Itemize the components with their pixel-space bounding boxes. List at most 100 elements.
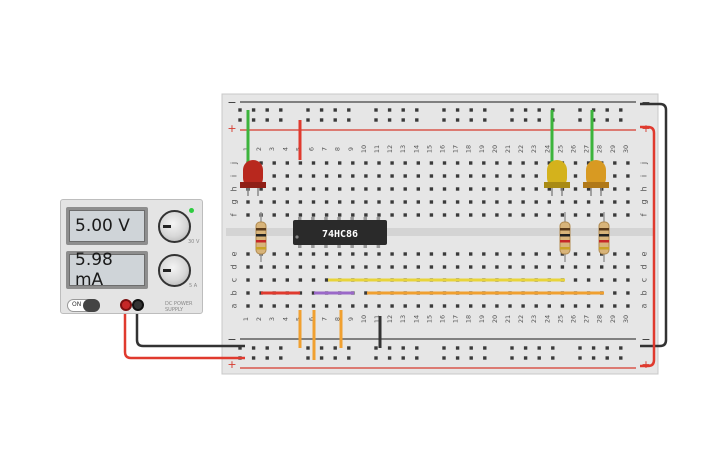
- breadboard-hole[interactable]: [390, 174, 394, 178]
- breadboard-hole[interactable]: [251, 356, 256, 360]
- breadboard-hole[interactable]: [387, 356, 392, 360]
- breadboard-hole[interactable]: [551, 356, 555, 360]
- breadboard-hole[interactable]: [272, 187, 276, 191]
- breadboard-hole[interactable]: [455, 174, 460, 178]
- breadboard-hole[interactable]: [534, 252, 538, 256]
- breadboard-hole[interactable]: [364, 213, 368, 217]
- breadboard-hole[interactable]: [285, 252, 289, 256]
- breadboard-hole[interactable]: [483, 356, 487, 360]
- breadboard-hole[interactable]: [298, 213, 303, 217]
- breadboard-hole[interactable]: [521, 161, 525, 165]
- led-orange[interactable]: [583, 160, 609, 196]
- breadboard-hole[interactable]: [586, 161, 591, 165]
- breadboard-hole[interactable]: [613, 174, 617, 178]
- breadboard-hole[interactable]: [333, 118, 337, 122]
- breadboard-hole[interactable]: [510, 118, 514, 122]
- breadboard-hole[interactable]: [591, 356, 596, 360]
- psu-negative-wire[interactable]: [135, 305, 245, 348]
- breadboard-hole[interactable]: [279, 346, 283, 350]
- breadboard-hole[interactable]: [591, 346, 596, 350]
- negative-terminal[interactable]: [132, 299, 144, 311]
- breadboard-hole[interactable]: [403, 187, 407, 191]
- breadboard-hole[interactable]: [442, 161, 447, 165]
- breadboard-hole[interactable]: [483, 108, 487, 112]
- breadboard-hole[interactable]: [416, 187, 420, 191]
- breadboard-hole[interactable]: [324, 213, 329, 217]
- breadboard-hole[interactable]: [469, 356, 473, 360]
- breadboard-hole[interactable]: [605, 346, 609, 350]
- breadboard-hole[interactable]: [364, 161, 368, 165]
- breadboard-hole[interactable]: [319, 346, 324, 350]
- breadboard-hole[interactable]: [324, 304, 329, 308]
- breadboard-hole[interactable]: [586, 252, 591, 256]
- breadboard-hole[interactable]: [377, 213, 381, 217]
- breadboard-hole[interactable]: [560, 265, 565, 269]
- breadboard-hole[interactable]: [495, 200, 499, 204]
- breadboard-hole[interactable]: [324, 200, 329, 204]
- breadboard-hole[interactable]: [613, 291, 617, 295]
- breadboard-hole[interactable]: [573, 187, 578, 191]
- breadboard-hole[interactable]: [324, 174, 329, 178]
- resistor-1[interactable]: [255, 212, 267, 262]
- breadboard-hole[interactable]: [333, 356, 337, 360]
- breadboard-hole[interactable]: [403, 213, 407, 217]
- breadboard-hole[interactable]: [547, 187, 551, 191]
- breadboard-hole[interactable]: [547, 161, 551, 165]
- breadboard-hole[interactable]: [377, 200, 381, 204]
- breadboard-hole[interactable]: [510, 346, 514, 350]
- breadboard-hole[interactable]: [351, 187, 355, 191]
- breadboard-hole[interactable]: [613, 161, 617, 165]
- breadboard-hole[interactable]: [442, 187, 447, 191]
- breadboard-hole[interactable]: [416, 304, 420, 308]
- breadboard-hole[interactable]: [272, 252, 276, 256]
- breadboard-hole[interactable]: [311, 265, 316, 269]
- breadboard-hole[interactable]: [377, 187, 381, 191]
- breadboard-hole[interactable]: [469, 187, 473, 191]
- breadboard-hole[interactable]: [401, 108, 405, 112]
- breadboard-hole[interactable]: [534, 161, 538, 165]
- breadboard-hole[interactable]: [351, 200, 355, 204]
- positive-terminal[interactable]: [120, 299, 132, 311]
- breadboard-hole[interactable]: [578, 108, 582, 112]
- breadboard-hole[interactable]: [285, 161, 289, 165]
- breadboard-hole[interactable]: [416, 161, 420, 165]
- breadboard-hole[interactable]: [508, 265, 512, 269]
- power-switch[interactable]: ON: [67, 299, 100, 312]
- breadboard-hole[interactable]: [619, 356, 623, 360]
- breadboard-hole[interactable]: [298, 174, 303, 178]
- breadboard-hole[interactable]: [495, 161, 499, 165]
- breadboard-hole[interactable]: [246, 265, 250, 269]
- breadboard-hole[interactable]: [551, 346, 555, 350]
- breadboard-hole[interactable]: [285, 187, 289, 191]
- breadboard-hole[interactable]: [285, 174, 289, 178]
- breadboard-hole[interactable]: [534, 265, 538, 269]
- voltage-knob[interactable]: [158, 210, 191, 243]
- breadboard-hole[interactable]: [390, 265, 394, 269]
- breadboard-hole[interactable]: [613, 213, 617, 217]
- breadboard-hole[interactable]: [613, 265, 617, 269]
- breadboard-hole[interactable]: [272, 265, 276, 269]
- breadboard-hole[interactable]: [600, 200, 604, 204]
- breadboard-hole[interactable]: [626, 174, 630, 178]
- breadboard-hole[interactable]: [573, 174, 578, 178]
- breadboard-hole[interactable]: [246, 278, 250, 282]
- breadboard-hole[interactable]: [251, 118, 256, 122]
- breadboard-hole[interactable]: [265, 118, 269, 122]
- breadboard-hole[interactable]: [495, 187, 499, 191]
- breadboard-hole[interactable]: [619, 346, 623, 350]
- breadboard-hole[interactable]: [442, 174, 447, 178]
- dc-power-supply[interactable]: 5.00 V 5.98 mA 30 V 5 A ON DC POWER SUPP…: [60, 199, 203, 314]
- breadboard-hole[interactable]: [495, 265, 499, 269]
- breadboard-hole[interactable]: [324, 278, 329, 282]
- breadboard-hole[interactable]: [508, 252, 512, 256]
- resistor-3[interactable]: [598, 212, 610, 262]
- breadboard-hole[interactable]: [285, 265, 289, 269]
- breadboard-hole[interactable]: [347, 108, 351, 112]
- breadboard-hole[interactable]: [455, 118, 460, 122]
- breadboard-hole[interactable]: [508, 213, 512, 217]
- breadboard-hole[interactable]: [469, 200, 473, 204]
- breadboard-hole[interactable]: [251, 346, 256, 350]
- breadboard-hole[interactable]: [537, 356, 541, 360]
- breadboard-hole[interactable]: [259, 187, 263, 191]
- breadboard-hole[interactable]: [455, 252, 460, 256]
